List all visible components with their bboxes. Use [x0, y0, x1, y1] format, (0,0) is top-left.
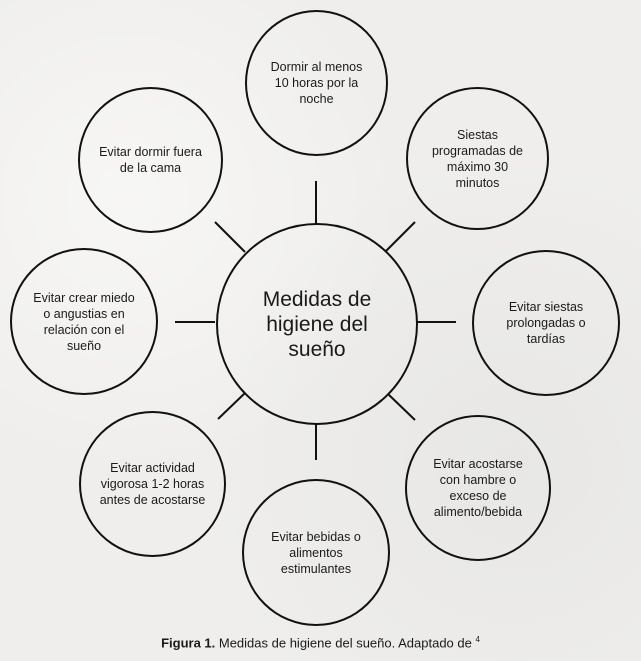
node-bottom-right: Evitar acostarse con hambre o exceso de …	[405, 415, 551, 561]
spoke-top-left	[214, 221, 246, 253]
node-bottom: Evitar bebidas o alimentos estimulantes	[242, 479, 390, 626]
figure-caption: Figura 1. Medidas de higiene del sueño. …	[0, 635, 641, 650]
center-node: Medidas de higiene del sueño	[216, 223, 418, 425]
node-label: Evitar actividad vigorosa 1-2 horas ante…	[99, 461, 206, 507]
caption-text: Medidas de higiene del sueño. Adaptado d…	[215, 635, 476, 651]
node-right: Evitar siestas prolongadas o tardías	[472, 250, 620, 396]
spoke-bottom-left	[217, 392, 246, 420]
center-label: Medidas de higiene del sueño	[262, 287, 372, 361]
spoke-bottom-right	[387, 393, 416, 421]
node-label: Evitar acostarse con hambre o exceso de …	[433, 457, 523, 519]
node-label: Siestas programadas de máximo 30 minutos	[431, 127, 524, 190]
node-left: Evitar crear miedo o angustias en relaci…	[10, 248, 158, 395]
node-label: Evitar crear miedo o angustias en relaci…	[33, 290, 135, 353]
caption-reference: 4	[475, 635, 480, 644]
node-label: Evitar bebidas o alimentos estimulantes	[271, 529, 361, 576]
node-label: Dormir al menos 10 horas por la noche	[270, 60, 363, 106]
node-top: Dormir al menos 10 horas por la noche	[245, 10, 388, 156]
caption-label: Figura 1.	[161, 635, 216, 651]
node-top-right: Siestas programadas de máximo 30 minutos	[406, 87, 549, 230]
node-label: Evitar dormir fuera de la cama	[99, 145, 202, 175]
spoke-top-right	[385, 221, 416, 252]
node-bottom-left: Evitar actividad vigorosa 1-2 horas ante…	[79, 411, 226, 557]
node-label: Evitar siestas prolongadas o tardías	[506, 300, 586, 346]
node-top-left: Evitar dormir fuera de la cama	[78, 87, 223, 233]
